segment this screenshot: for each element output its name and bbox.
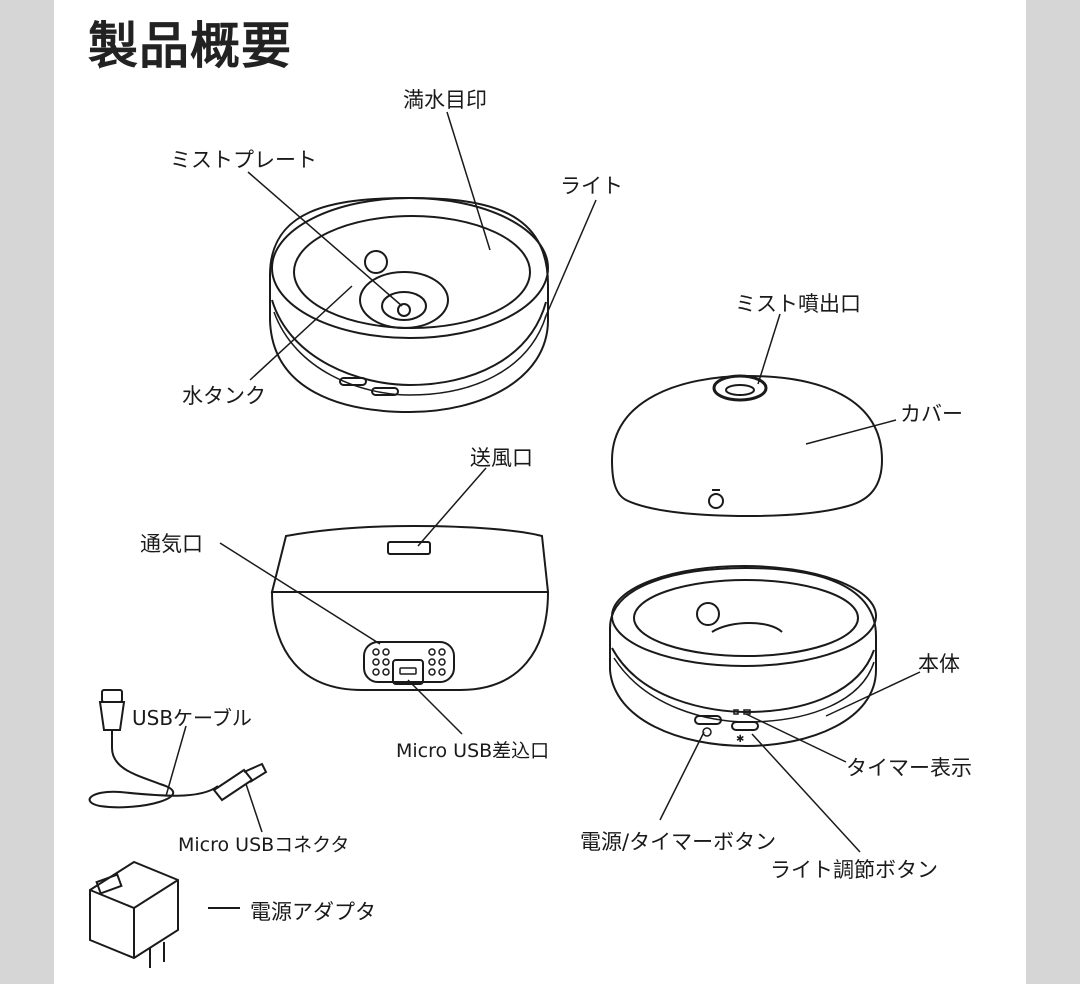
label-vent: 通気口 (140, 532, 203, 556)
diagram-sheet (54, 0, 1026, 984)
usb-cable (88, 689, 268, 809)
diffuser-main-body: ✱ (609, 565, 877, 748)
label-light: ライト (560, 174, 623, 198)
label-timer-display: タイマー表示 (846, 756, 972, 780)
label-power-timer-button: 電源/タイマーボタン (580, 830, 777, 854)
label-light-adjust-button: ライト調節ボタン (770, 858, 938, 882)
label-usb-cable: USBケーブル (132, 706, 252, 730)
label-body: 本体 (918, 652, 960, 676)
label-cover: カバー (900, 402, 963, 426)
power-adapter-device (89, 860, 179, 968)
label-micro-usb-port: Micro USB差込口 (396, 740, 550, 762)
label-air-outlet: 送風口 (470, 446, 533, 470)
label-full-water-mark: 満水目印 (403, 88, 487, 112)
label-micro-usb-connector: Micro USBコネクタ (178, 834, 350, 856)
label-water-tank: 水タンク (182, 384, 266, 408)
drop-logo-icon (708, 489, 724, 509)
diffuser-rear-view (270, 524, 550, 691)
label-power-adapter: 電源アダプタ (250, 900, 376, 924)
diffuser-cover (610, 374, 884, 518)
svg-text:✱: ✱ (736, 734, 744, 745)
diffuser-open-base (269, 196, 549, 414)
label-mist-plate: ミストプレート (170, 148, 317, 172)
page-title: 製品概要 (88, 17, 292, 75)
label-mist-outlet: ミスト噴出口 (735, 292, 861, 316)
